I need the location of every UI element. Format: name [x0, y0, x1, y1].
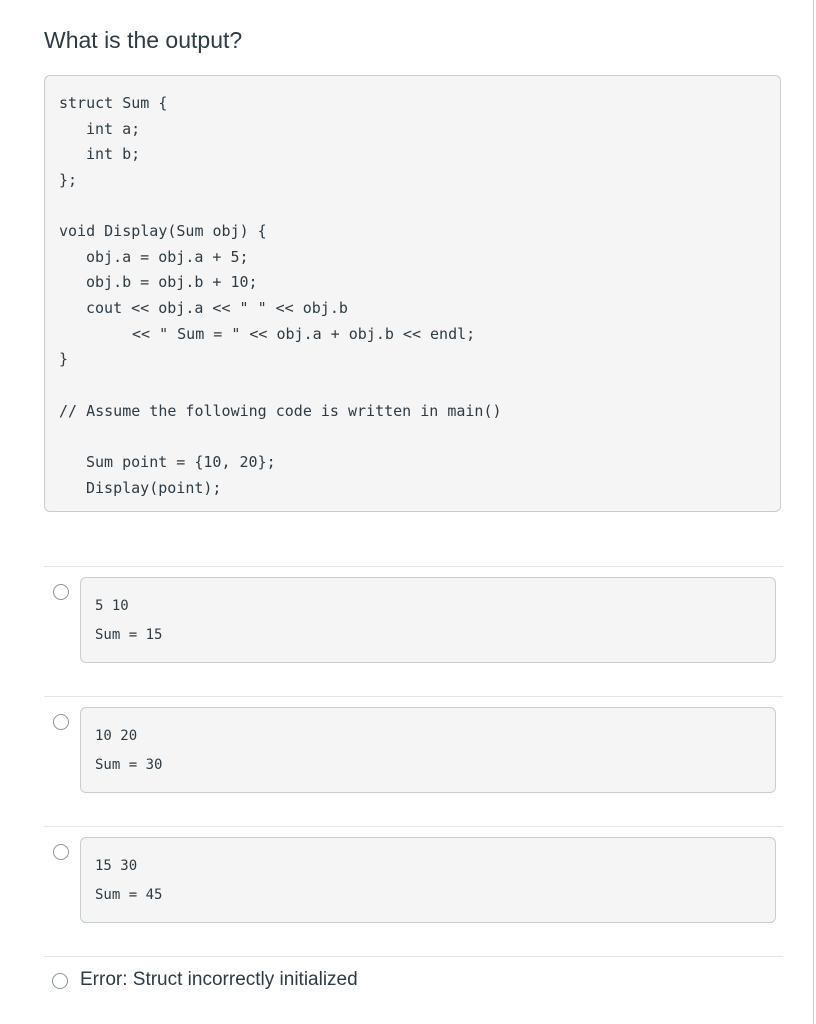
answer-line: 15 30 [95, 858, 138, 874]
code-line: }; [59, 171, 78, 189]
answer-line: Sum = 30 [95, 757, 163, 773]
answer-option-4[interactable]: Error: Struct incorrectly initialized [44, 966, 783, 996]
answer-label: Error: Struct incorrectly initialized [80, 969, 358, 990]
answer-line: 5 10 [95, 598, 129, 614]
answer-separator [44, 566, 783, 567]
answer-separator [44, 826, 783, 827]
code-line: cout << obj.a << " " << obj.b [86, 299, 348, 317]
radio-button[interactable] [53, 584, 69, 600]
radio-button[interactable] [53, 714, 69, 730]
answer-line: Sum = 45 [95, 887, 163, 903]
code-comment: // Assume the following code is written … [59, 402, 502, 420]
answer-separator [44, 956, 783, 957]
question-code-block: struct Sum { int a; int b; }; void Displ… [44, 75, 781, 512]
answer-option-2[interactable]: 10 20 Sum = 30 [44, 707, 783, 793]
answer-line: 10 20 [95, 728, 138, 744]
code-line: obj.a = obj.a + 5; [86, 248, 249, 266]
answer-code-block: 15 30 Sum = 45 [80, 837, 776, 923]
code-line: << " Sum = " << obj.a + obj.b << endl; [132, 325, 476, 343]
answer-code-block: 10 20 Sum = 30 [80, 707, 776, 793]
code-line: } [59, 350, 69, 368]
page-right-border [813, 0, 814, 1024]
radio-button[interactable] [52, 973, 68, 989]
question-title: What is the output? [44, 27, 243, 53]
code-line: void Display(Sum obj) { [59, 222, 267, 240]
code-line: Sum point = {10, 20}; [86, 453, 276, 471]
radio-button[interactable] [53, 844, 69, 860]
code-line: int a; [86, 120, 141, 138]
answer-code-block: 5 10 Sum = 15 [80, 577, 776, 663]
answer-line: Sum = 15 [95, 627, 163, 643]
answer-option-1[interactable]: 5 10 Sum = 15 [44, 577, 783, 663]
code-line: struct Sum { [59, 94, 168, 112]
code-line: obj.b = obj.b + 10; [86, 273, 258, 291]
code-line: Display(point); [86, 479, 222, 497]
answer-separator [44, 696, 783, 697]
answer-option-3[interactable]: 15 30 Sum = 45 [44, 837, 783, 923]
code-line: int b; [86, 145, 141, 163]
